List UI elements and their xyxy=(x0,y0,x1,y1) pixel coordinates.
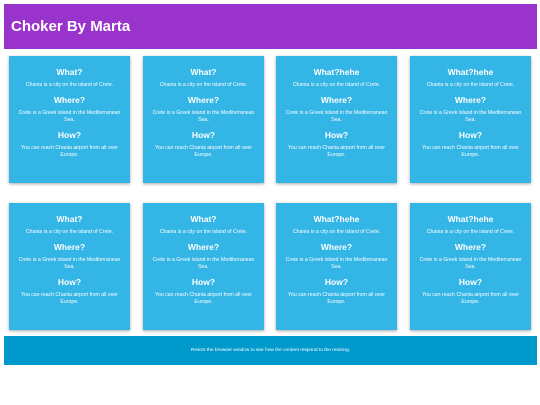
card-answer-what: Chania is a city on the island of Crete. xyxy=(25,82,114,88)
card-question-how: How? xyxy=(57,277,82,287)
card-answer-what: Chania is a city on the island of Crete. xyxy=(159,82,248,88)
info-card: What? Chania is a city on the island of … xyxy=(9,56,130,183)
card-answer-where: Crete is a Greek island in the Mediterra… xyxy=(285,257,388,270)
card-answer-what: Chania is a city on the island of Crete. xyxy=(426,229,515,235)
card-answer-how: You can reach Chania airport from all ov… xyxy=(422,145,519,158)
card-question-what: What? xyxy=(56,67,83,77)
card-answer-how: You can reach Chania airport from all ov… xyxy=(155,145,252,158)
info-card: What?hehe Chania is a city on the island… xyxy=(276,56,397,183)
card-question-what: What? xyxy=(190,67,217,77)
page-title: Choker By Marta xyxy=(11,18,131,35)
card-answer-where: Crete is a Greek island in the Mediterra… xyxy=(285,110,388,123)
card-question-how: How? xyxy=(458,277,483,287)
card-answer-where: Crete is a Greek island in the Mediterra… xyxy=(18,110,121,123)
card-answer-where: Crete is a Greek island in the Mediterra… xyxy=(152,110,255,123)
info-card: What? Chania is a city on the island of … xyxy=(9,203,130,330)
info-card: What?hehe Chania is a city on the island… xyxy=(410,56,531,183)
card-answer-how: You can reach Chania airport from all ov… xyxy=(155,292,252,305)
card-question-where: Where? xyxy=(187,95,220,105)
card-answer-what: Chania is a city on the island of Crete. xyxy=(426,82,515,88)
card-question-what: What?hehe xyxy=(313,67,360,77)
card-answer-how: You can reach Chania airport from all ov… xyxy=(288,292,385,305)
footer-text: Resize the browser window to see how the… xyxy=(190,348,351,353)
card-grid: What? Chania is a city on the island of … xyxy=(4,49,537,336)
card-answer-where: Crete is a Greek island in the Mediterra… xyxy=(419,110,522,123)
card-answer-how: You can reach Chania airport from all ov… xyxy=(422,292,519,305)
card-question-what: What?hehe xyxy=(313,214,360,224)
card-answer-what: Chania is a city on the island of Crete. xyxy=(159,229,248,235)
card-question-what: What? xyxy=(190,214,217,224)
card-answer-where: Crete is a Greek island in the Mediterra… xyxy=(18,257,121,270)
card-answer-how: You can reach Chania airport from all ov… xyxy=(21,292,118,305)
card-question-what: What? xyxy=(56,214,83,224)
card-question-how: How? xyxy=(191,277,216,287)
card-question-where: Where? xyxy=(53,95,86,105)
page-header: Choker By Marta xyxy=(4,4,537,49)
card-answer-how: You can reach Chania airport from all ov… xyxy=(288,145,385,158)
card-question-what: What?hehe xyxy=(447,67,494,77)
card-question-how: How? xyxy=(191,130,216,140)
card-answer-where: Crete is a Greek island in the Mediterra… xyxy=(152,257,255,270)
card-question-where: Where? xyxy=(320,95,353,105)
card-question-where: Where? xyxy=(454,242,487,252)
info-card: What?hehe Chania is a city on the island… xyxy=(410,203,531,330)
card-answer-what: Chania is a city on the island of Crete. xyxy=(292,229,381,235)
info-card: What?hehe Chania is a city on the island… xyxy=(276,203,397,330)
card-question-how: How? xyxy=(57,130,82,140)
info-card: What? Chania is a city on the island of … xyxy=(143,56,264,183)
card-question-how: How? xyxy=(324,130,349,140)
card-question-how: How? xyxy=(458,130,483,140)
card-question-where: Where? xyxy=(454,95,487,105)
page-footer: Resize the browser window to see how the… xyxy=(4,336,537,365)
card-question-where: Where? xyxy=(53,242,86,252)
card-answer-where: Crete is a Greek island in the Mediterra… xyxy=(419,257,522,270)
card-answer-what: Chania is a city on the island of Crete. xyxy=(25,229,114,235)
info-card: What? Chania is a city on the island of … xyxy=(143,203,264,330)
card-answer-what: Chania is a city on the island of Crete. xyxy=(292,82,381,88)
card-question-what: What?hehe xyxy=(447,214,494,224)
card-answer-how: You can reach Chania airport from all ov… xyxy=(21,145,118,158)
card-question-where: Where? xyxy=(187,242,220,252)
card-question-where: Where? xyxy=(320,242,353,252)
card-question-how: How? xyxy=(324,277,349,287)
